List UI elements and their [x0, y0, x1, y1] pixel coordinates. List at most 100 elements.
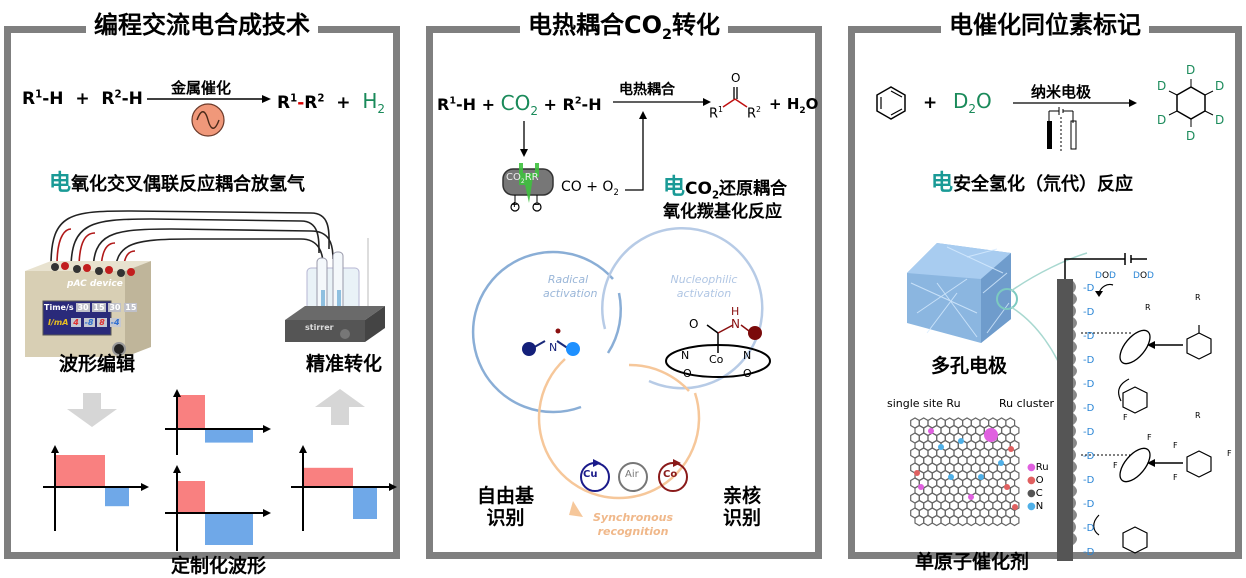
- sync-l1: Synchronous: [593, 511, 674, 524]
- s1a: CO: [685, 179, 712, 199]
- dopant-atom: [978, 474, 984, 480]
- time-label: Time/s: [44, 303, 74, 312]
- fluoro-f: F: [1113, 461, 1118, 470]
- ketone-oxygen: O: [731, 71, 741, 85]
- y-axis-arrow: [299, 445, 307, 453]
- carbon-ring: [992, 514, 1003, 527]
- fluoro-f: F: [1173, 473, 1178, 482]
- r1-tail: -H: [456, 95, 477, 114]
- r2-tail: -H: [581, 95, 602, 114]
- r2-sup: 2: [574, 95, 582, 107]
- plus: +: [769, 95, 782, 113]
- fluoro-f: F: [1173, 441, 1178, 450]
- carbon-ring: [923, 514, 933, 527]
- atom-o-right: O: [743, 367, 752, 380]
- nucleophilic-recognition-label: 亲核识别: [723, 485, 761, 529]
- negative-pulse-bar: [205, 513, 253, 545]
- benzene-icon: [876, 86, 906, 120]
- title-sub: 2: [662, 26, 673, 43]
- wo: O: [1139, 271, 1148, 281]
- current-value: -4: [109, 318, 121, 327]
- electrode-cell-icon: [1047, 107, 1077, 151]
- porous-electrode-label: 多孔电极: [931, 355, 1008, 377]
- surface-d-atom: -D: [1083, 475, 1095, 486]
- d-label: D: [1215, 79, 1225, 93]
- caption-custom-waveform: 定制化波形: [171, 555, 267, 577]
- ac-source-icon: [191, 103, 225, 137]
- bp-sub: 2: [613, 186, 619, 197]
- subtitle-em: 电: [49, 171, 72, 196]
- wd: D: [1095, 271, 1102, 281]
- carbon-ring: [940, 514, 951, 527]
- d2o-molecule: DOD: [1133, 271, 1154, 281]
- p-r1: R: [277, 93, 291, 113]
- tilted-arene: [1119, 329, 1151, 483]
- time-value: 30: [76, 303, 90, 312]
- subtitle-em: 电: [663, 175, 686, 200]
- plus: +: [336, 93, 351, 113]
- fluoro-f: F: [1123, 413, 1128, 422]
- d-label: D: [1186, 129, 1196, 143]
- carbon-ring: [1000, 514, 1011, 527]
- current-value: 8: [97, 318, 107, 327]
- cu-cycle-icon: [580, 459, 610, 492]
- wd: D: [1133, 271, 1140, 281]
- dopant-atom: [1008, 446, 1014, 452]
- graphene-lattice: [910, 417, 1020, 527]
- dopant-atom: [968, 494, 974, 500]
- surface-d-atom: -D: [1083, 379, 1095, 390]
- p-sup2: 2: [317, 93, 325, 105]
- water: + H2O: [769, 95, 818, 116]
- carbon-ring: [931, 514, 942, 527]
- surface-d-atom: -D: [1083, 427, 1095, 438]
- r2: R: [101, 89, 115, 109]
- device-name: pAC device: [67, 279, 123, 289]
- benzene-r: [1186, 325, 1212, 478]
- title-a: 电热耦合CO: [527, 11, 662, 39]
- atom-n: N: [731, 317, 740, 331]
- r2: R: [562, 95, 575, 114]
- legend-ru: ●Ru: [1027, 462, 1049, 473]
- substituent-r: R: [1195, 293, 1201, 302]
- r1: R: [22, 89, 36, 109]
- kr1: R: [709, 106, 719, 122]
- right-l2: 识别: [723, 507, 762, 529]
- d2o-o: O: [976, 89, 992, 113]
- dopant-atom: [948, 474, 954, 480]
- stirrer-label: stirrer: [305, 323, 334, 332]
- dopant-atom: [1004, 484, 1010, 490]
- ketone-r2: R2: [747, 105, 761, 121]
- radical-recognition-label: 自由基识别: [477, 485, 534, 529]
- atom-h: H: [731, 305, 740, 318]
- carbon-ring: [948, 514, 959, 527]
- wires: [50, 210, 334, 278]
- r2-sup: 2: [114, 89, 122, 101]
- plus: +: [543, 95, 557, 114]
- device-row-time: Time/s 30 15 30 15: [44, 303, 138, 312]
- d-label: D: [1186, 63, 1196, 77]
- legend-ru-label: Ru: [1035, 462, 1049, 473]
- cyclohexane-product: [1122, 386, 1148, 554]
- reaction-arrows: [520, 87, 748, 191]
- y-axis-arrow: [173, 389, 181, 397]
- d2o-molecule: DOD: [1095, 271, 1116, 281]
- w-o: O: [805, 95, 819, 113]
- panel-title: 编程交流电合成技术: [86, 9, 318, 41]
- legend-n-label: N: [1035, 501, 1044, 512]
- current-label: I/mA: [48, 318, 69, 327]
- nuc-l1: Nucleophilic: [670, 273, 738, 286]
- nucleophilic-circle: [601, 227, 764, 390]
- left-l2: 识别: [486, 507, 525, 529]
- r1-sup: 1: [35, 89, 43, 101]
- metal-co: Co: [663, 469, 678, 480]
- atom-o: O: [689, 317, 699, 331]
- cobalt-complex: [665, 324, 771, 378]
- dopant-atom: [928, 428, 934, 434]
- kr1-sup: 1: [718, 105, 724, 114]
- negative-pulse-bar: [353, 487, 377, 519]
- subtitle-text: 氧化交叉偶联反应耦合放氢气: [71, 174, 306, 195]
- radical-l2: activation: [543, 287, 598, 300]
- panel-subtitle: 电氧化交叉偶联反应耦合放氢气: [49, 165, 305, 197]
- panel-title: 电催化同位素标记: [941, 9, 1149, 41]
